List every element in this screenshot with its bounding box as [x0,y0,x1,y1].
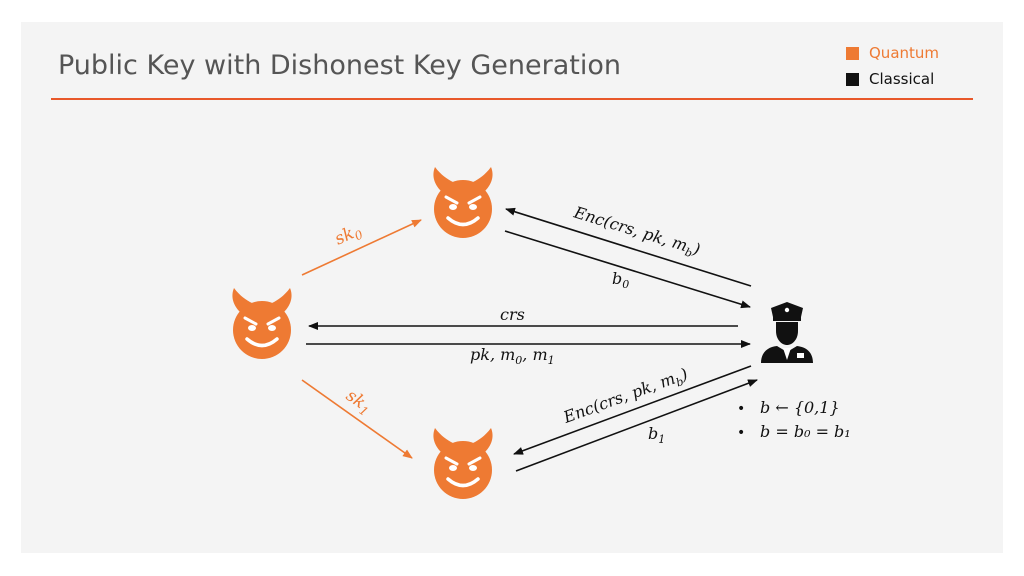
enc-top-label: Enc(crs, pk, mb) [570,202,702,262]
sk1-label: sk1 [341,386,375,419]
sk0-arrow [301,219,422,276]
slide-background [21,22,1003,553]
adversary-bottom-devil-icon [431,426,495,501]
note-random-bit: b ← {0,1} [760,398,840,417]
title-divider [51,98,973,100]
note-bit-equality: b = b₀ = b₁ [760,422,851,441]
page-title: Public Key with Dishonest Key Generation [58,50,621,81]
b0-label: b0 [612,269,629,291]
adversary-center-devil-icon [230,286,294,361]
note-bullet-1: • [737,401,745,417]
note-bullet-2: • [737,425,745,441]
legend-quantum: Quantum [846,43,939,63]
challenger-police-officer-icon [761,302,813,363]
crs-label: crs [500,305,525,324]
b1-arrow [515,379,758,472]
enc-bottom-label: Enc(crs, pk, mb) [560,364,691,430]
enc-top-arrow [505,207,752,287]
sk0-label: sk0 [332,220,366,251]
adversary-top-devil-icon [431,165,495,240]
b1-label: b1 [648,424,665,446]
enc-bottom-arrow [513,365,752,455]
sk1-arrow [301,379,413,459]
b0-arrow [504,230,751,309]
quantum-swatch [846,46,859,60]
legend-classical: Classical [846,69,934,89]
pk-m-label: pk, m0, m1 [470,345,555,367]
classical-swatch [846,72,859,86]
legend-quantum-label: Quantum [869,44,940,62]
legend-classical-label: Classical [869,70,935,88]
